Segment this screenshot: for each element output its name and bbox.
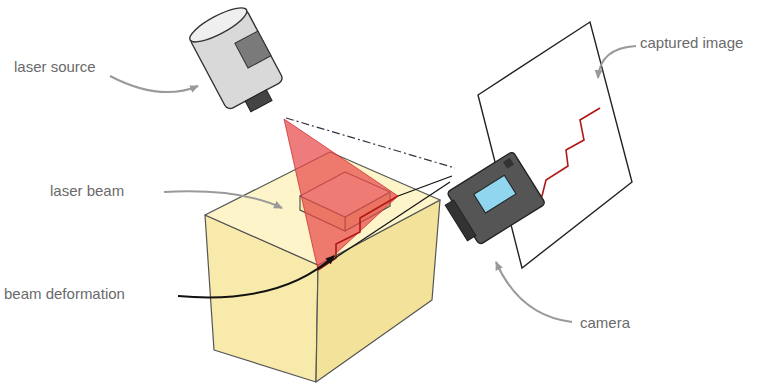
view-line [320,182,450,268]
view-line [398,176,452,196]
baseline [286,118,455,168]
part-label: beam deformation [4,285,125,303]
leader-arrow [598,46,636,78]
laser-beam [284,119,398,270]
part-label: laser beam [50,182,124,200]
leader-arrow [178,256,334,297]
part-label: captured image [640,34,743,52]
leader-arrow [496,262,572,322]
part-label: camera [580,314,630,332]
camera [440,151,546,249]
laser-source [186,2,290,121]
leader-arrow [110,76,198,92]
leader-arrow [164,191,282,208]
part-label: laser source [14,58,96,76]
